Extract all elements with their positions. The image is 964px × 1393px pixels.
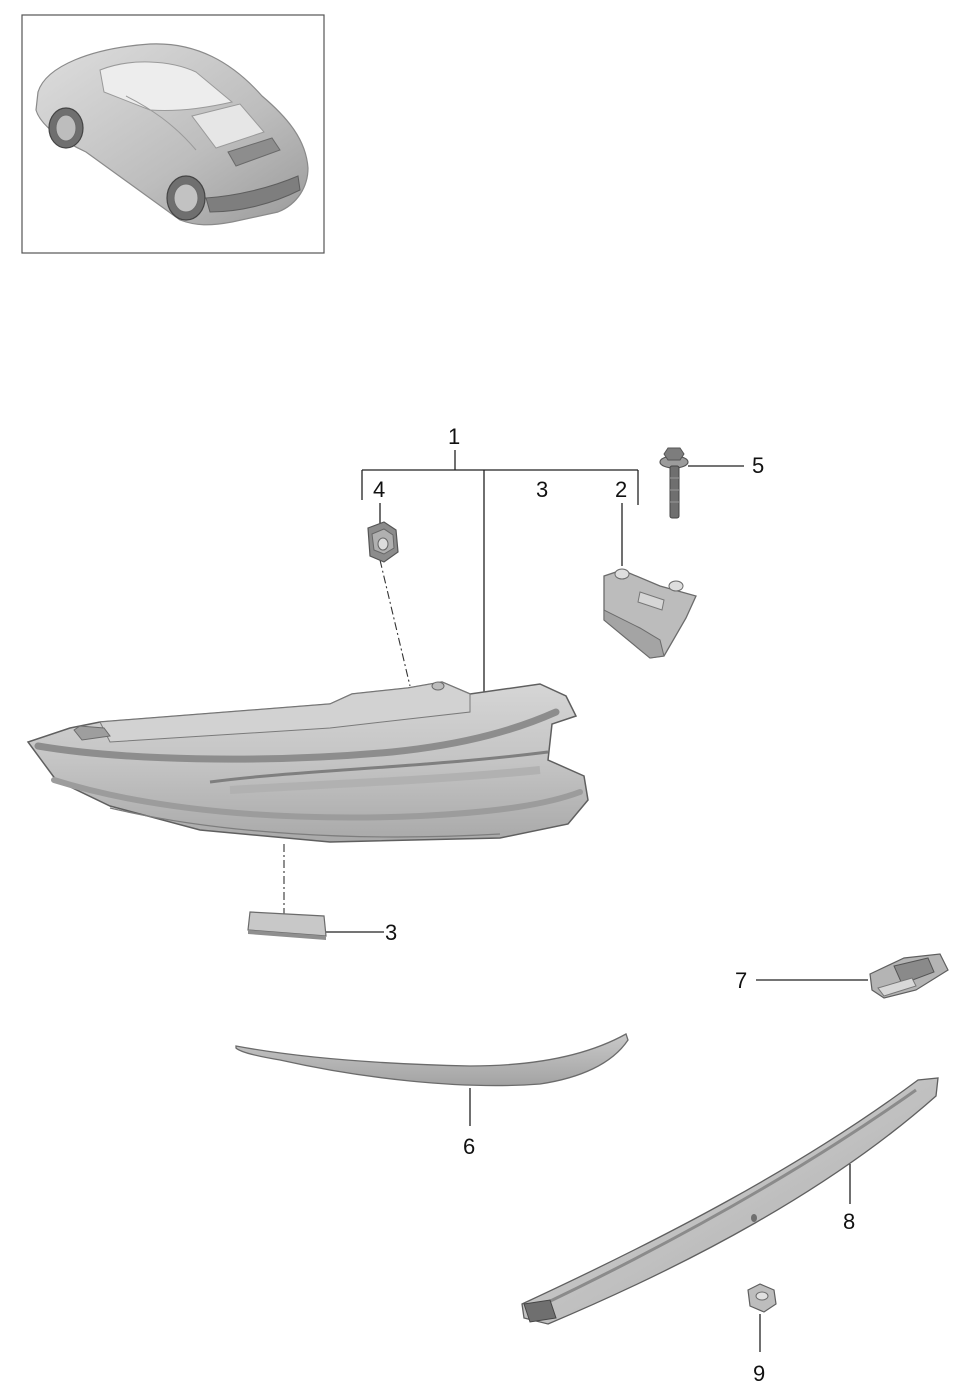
callout-6: 6 [463,1134,475,1159]
callout-9: 9 [753,1361,765,1386]
license-lamp-part [869,953,949,999]
tail-lamp-assembly [26,681,589,843]
vehicle-thumbnail [21,14,325,254]
callout-7: 7 [735,968,747,993]
grommet-part [367,521,399,563]
callout-3-top: 3 [536,477,548,502]
brake-light-bar-part [521,1077,939,1325]
callout-2: 2 [615,477,627,502]
callout-5: 5 [752,453,764,478]
trim-strip-part [235,1033,629,1087]
callout-labels: 1 4 3 2 5 3 7 6 8 9 [373,424,855,1386]
callout-4: 4 [373,477,385,502]
callout-1: 1 [448,424,460,449]
nut-part [747,1283,777,1313]
bolt-part [659,447,689,519]
callout-8: 8 [843,1209,855,1234]
leader-lines [283,450,868,1352]
adhesive-pad-part [247,911,327,940]
bracket-part [603,568,697,659]
car-illustration [35,43,309,226]
callout-3-pad: 3 [385,920,397,945]
